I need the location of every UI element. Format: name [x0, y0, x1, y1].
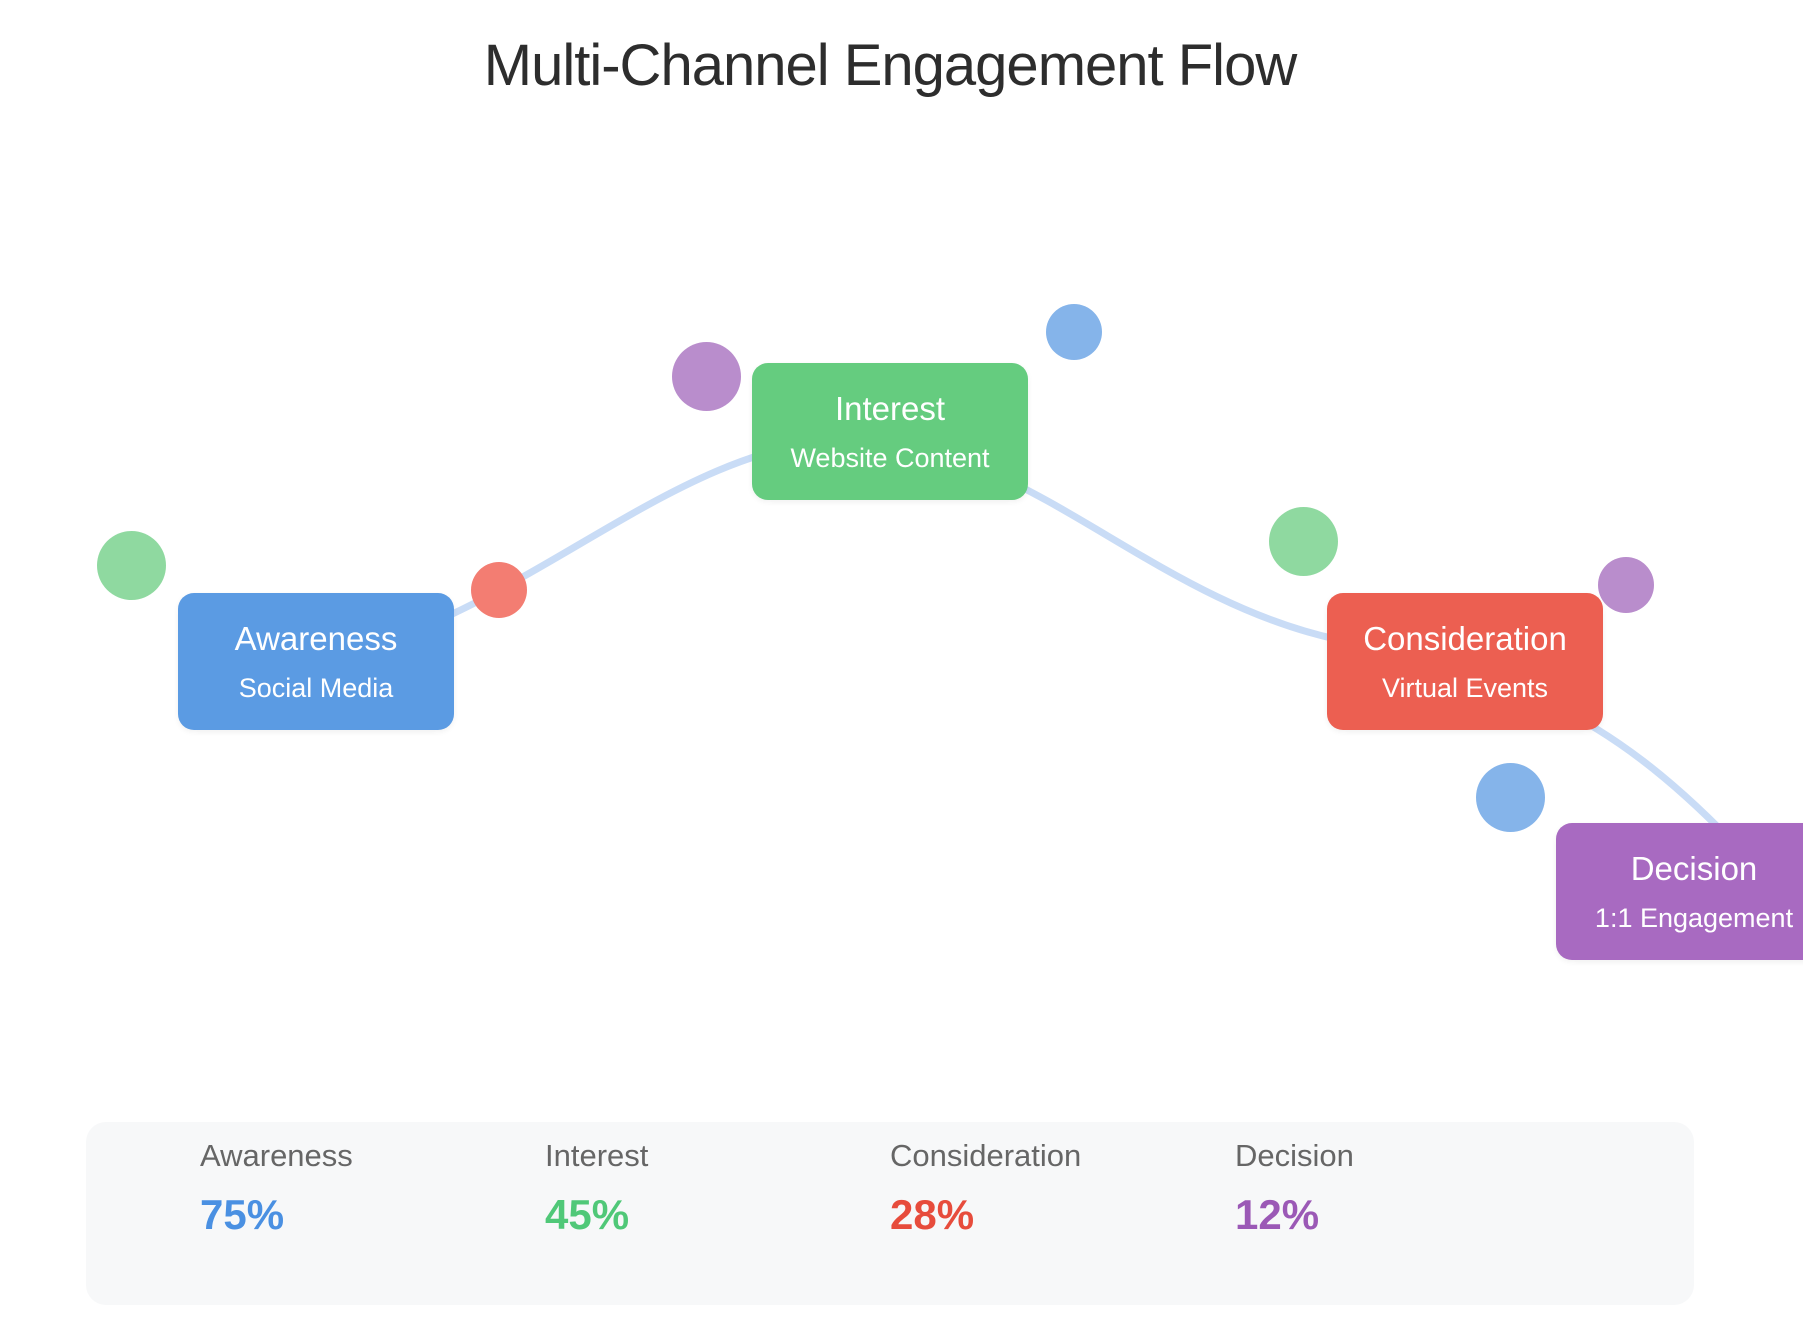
stat-label: Consideration — [890, 1138, 1082, 1173]
stage-name: Awareness — [234, 620, 398, 657]
decorative-dot-green — [1269, 507, 1338, 576]
decorative-dot-purple — [1598, 557, 1654, 613]
stage-channel: Website Content — [790, 443, 990, 473]
stage-decision[interactable]: Decision 1:1 Engagement — [1556, 823, 1803, 960]
decorative-dot-green — [97, 531, 166, 600]
stat-consideration: Consideration 28% — [890, 1136, 1081, 1240]
stat-awareness: Awareness 75% — [200, 1136, 353, 1240]
stat-value: 12% — [1235, 1191, 1320, 1238]
stage-name: Consideration — [1363, 620, 1567, 657]
stage-channel: Virtual Events — [1381, 673, 1549, 703]
stage-interest[interactable]: Interest Website Content — [752, 363, 1028, 500]
decorative-dot-red — [471, 562, 527, 618]
stage-name: Decision — [1630, 850, 1758, 887]
stage-channel: Social Media — [238, 673, 394, 703]
decorative-dot-purple — [672, 342, 741, 411]
stat-label: Awareness — [200, 1138, 353, 1173]
stat-interest: Interest 45% — [545, 1136, 648, 1240]
stage-awareness[interactable]: Awareness Social Media — [178, 593, 454, 730]
stage-consideration[interactable]: Consideration Virtual Events — [1327, 593, 1603, 730]
decorative-dot-blue — [1046, 304, 1102, 360]
stat-label: Interest — [545, 1138, 649, 1173]
decorative-dot-blue — [1476, 763, 1545, 832]
stage-channel: 1:1 Engagement — [1594, 903, 1794, 933]
stat-label: Decision — [1235, 1138, 1354, 1173]
conversion-stats-panel: Awareness 75% Interest 45% Consideration… — [86, 1122, 1694, 1305]
stat-value: 45% — [545, 1191, 630, 1238]
page-title: Multi-Channel Engagement Flow — [483, 33, 1297, 98]
stat-value: 28% — [890, 1191, 975, 1238]
stat-decision: Decision 12% — [1235, 1136, 1354, 1240]
stage-name: Interest — [834, 390, 946, 427]
stat-value: 75% — [200, 1191, 285, 1238]
